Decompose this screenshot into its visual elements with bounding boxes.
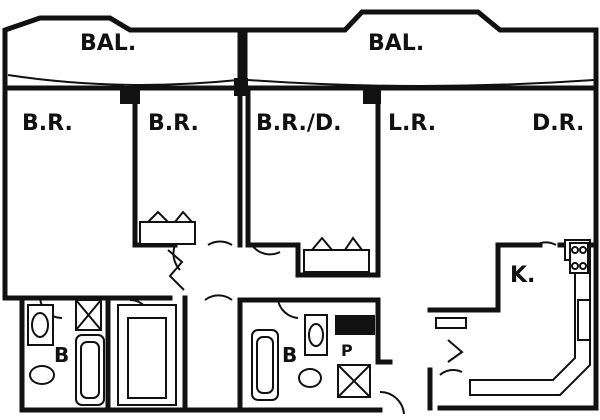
room-label-dining-room: D.R. bbox=[532, 111, 584, 136]
closet-door-marks bbox=[147, 210, 193, 223]
door-swing-bedroom-1 bbox=[167, 249, 185, 291]
door-swing-bedroom-den bbox=[251, 244, 281, 256]
outer-wall-east bbox=[437, 85, 599, 411]
cabinet-left-cross bbox=[75, 299, 102, 331]
bathtub-right-inner bbox=[256, 336, 274, 394]
pantry-block bbox=[335, 315, 375, 335]
bathtub-left-inner bbox=[80, 341, 100, 399]
sink-left-basin bbox=[31, 312, 49, 338]
room-label-kitchen: K. bbox=[510, 263, 535, 288]
stove-burner bbox=[571, 262, 579, 270]
room-label-bedroom-2: B.R. bbox=[148, 111, 199, 136]
door-swing-entry bbox=[379, 390, 405, 415]
closets bbox=[117, 210, 467, 406]
room-label-bath-right: B bbox=[282, 343, 297, 367]
sink-right-basin bbox=[308, 323, 324, 347]
door-swing-kitchen bbox=[535, 241, 557, 246]
wall-bedroom-den bbox=[245, 89, 381, 278]
door-swing-kitchen-west bbox=[447, 339, 464, 363]
stove-burner bbox=[579, 246, 587, 254]
wall-kitchen-west bbox=[427, 242, 501, 313]
kitchen-sink bbox=[577, 299, 591, 341]
wall-hall-closets bbox=[105, 295, 243, 413]
room-label-bath-left: B bbox=[54, 343, 69, 367]
hall-closet-1 bbox=[117, 304, 177, 406]
bathtub-right bbox=[251, 329, 279, 401]
sink-right bbox=[304, 314, 328, 356]
wall-post bbox=[120, 86, 140, 104]
room-label-bedroom-den: B.R./D. bbox=[256, 111, 342, 136]
bath-right-fixtures bbox=[251, 314, 375, 401]
kitchen-stove bbox=[569, 242, 589, 274]
kitchen-counter-left bbox=[435, 317, 467, 329]
room-label-pantry: P bbox=[341, 341, 353, 360]
door-swing-bath-right bbox=[277, 299, 299, 319]
stove-burner bbox=[579, 262, 587, 270]
room-labels: BAL. BAL. B.R. B.R. B.R./D. L.R. D.R. K.… bbox=[22, 31, 584, 367]
closet-door-marks bbox=[311, 236, 363, 251]
wall-post bbox=[234, 78, 248, 96]
hall-closet-1-shelf bbox=[127, 317, 167, 399]
door-swing-bedroom-2b bbox=[207, 240, 233, 246]
room-label-balcony-right: BAL. bbox=[368, 31, 424, 56]
bath-left-fixtures bbox=[27, 299, 105, 406]
balcony-right-outline bbox=[242, 9, 599, 95]
balcony-right-rail bbox=[247, 79, 595, 87]
stove-burner bbox=[571, 246, 579, 254]
toilet-right bbox=[298, 368, 322, 388]
wall-bath-right bbox=[237, 297, 393, 365]
bathtub-left bbox=[75, 334, 105, 406]
room-label-bedroom-1: B.R. bbox=[22, 111, 73, 136]
door-swing-closet-2 bbox=[204, 294, 233, 301]
door-swing-kitchen-south bbox=[439, 369, 463, 376]
balcony-left-rail bbox=[7, 74, 239, 86]
door-swing-bedroom-2 bbox=[172, 244, 181, 271]
toilet-left bbox=[29, 365, 55, 385]
room-label-living-room: L.R. bbox=[388, 111, 436, 136]
closet-bedroom-2 bbox=[139, 221, 196, 245]
interior-walls bbox=[2, 27, 599, 413]
room-label-balcony-left: BAL. bbox=[80, 31, 136, 56]
pantry-shelf-cross bbox=[337, 364, 371, 398]
wall-posts bbox=[120, 78, 381, 104]
wall-post bbox=[363, 86, 381, 104]
closet-bedroom-den bbox=[303, 249, 370, 273]
kitchen-fixtures bbox=[469, 239, 591, 396]
